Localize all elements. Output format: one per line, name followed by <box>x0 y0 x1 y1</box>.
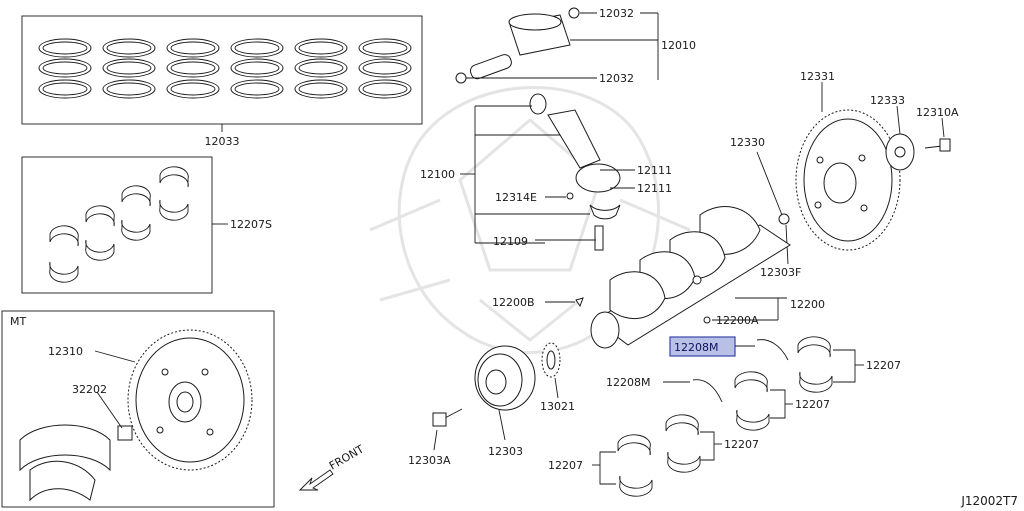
rod-cap <box>589 204 621 220</box>
piston-pin <box>470 54 512 80</box>
label-12207-d[interactable]: 12207 <box>548 459 583 472</box>
label-12207S[interactable]: 12207S <box>230 218 272 231</box>
connecting-rod[interactable] <box>529 93 621 251</box>
rod-bolt <box>594 225 604 251</box>
label-12111-a[interactable]: 12111 <box>637 164 672 177</box>
crank-key[interactable] <box>575 297 584 308</box>
ring-set-5 <box>294 38 348 99</box>
label-12200B[interactable]: 12200B <box>492 296 535 309</box>
label-12207-a[interactable]: 12207 <box>866 359 901 372</box>
flywheel-bolt[interactable] <box>924 138 951 152</box>
ring-set-1 <box>38 38 92 99</box>
flywheel-12331[interactable] <box>795 109 901 251</box>
label-12331[interactable]: 12331 <box>800 70 835 83</box>
piston-assembly[interactable] <box>455 7 580 84</box>
bearing-pair-a[interactable] <box>797 336 833 393</box>
crank-sprocket[interactable] <box>541 342 561 378</box>
mt-flywheel[interactable] <box>127 329 253 471</box>
pilot-bushing[interactable] <box>117 425 133 441</box>
label-32202[interactable]: 32202 <box>72 383 107 396</box>
label-12032-top[interactable]: 12032 <box>599 7 634 20</box>
label-12303F[interactable]: 12303F <box>760 266 801 279</box>
piston-rings-panel: 12033 <box>21 15 423 148</box>
label-13021[interactable]: 13021 <box>540 400 575 413</box>
front-label: FRONT <box>327 442 366 472</box>
mt-flywheel-panel: MT 12310 32202 <box>1 310 275 508</box>
diagram-id: J12002T7 <box>960 494 1018 508</box>
label-12111-b[interactable]: 12111 <box>637 182 672 195</box>
label-12330[interactable]: 12330 <box>730 136 765 149</box>
highlighted-label-12208M[interactable]: 12208M <box>669 336 736 357</box>
rod-nut <box>566 192 574 200</box>
label-12200[interactable]: 12200 <box>790 298 825 311</box>
ring-set-3 <box>166 38 220 99</box>
pilot-bearing[interactable] <box>778 213 790 225</box>
front-arrow: FRONT <box>298 442 366 491</box>
label-12208M[interactable]: 12208M <box>606 376 650 389</box>
main-bearing-set[interactable] <box>49 166 189 283</box>
label-12207-c[interactable]: 12207 <box>724 438 759 451</box>
small-end-bush <box>529 93 547 115</box>
mt-label: MT <box>10 315 26 328</box>
bearing-pair-c[interactable] <box>665 414 701 473</box>
label-12333[interactable]: 12333 <box>870 94 905 107</box>
bearing-pair-b[interactable] <box>734 371 770 431</box>
label-12200A[interactable]: 12200A <box>716 314 759 327</box>
ring-set-6 <box>358 38 412 99</box>
label-12207-b[interactable]: 12207 <box>795 398 830 411</box>
thrust-washer-upper[interactable] <box>756 339 789 361</box>
crank-pulley[interactable] <box>474 345 536 411</box>
thrust-washer-lower[interactable] <box>692 379 723 403</box>
label-12208M-highlight[interactable]: 12208M <box>674 341 718 354</box>
label-12310[interactable]: 12310 <box>48 345 83 358</box>
snap-ring-top <box>568 7 580 19</box>
label-12010[interactable]: 12010 <box>661 39 696 52</box>
ring-set-4 <box>230 38 284 99</box>
mt-crank-end <box>19 424 133 502</box>
label-12032-bottom[interactable]: 12032 <box>599 72 634 85</box>
pulley-bolt[interactable] <box>432 408 463 427</box>
label-12303A[interactable]: 12303A <box>408 454 451 467</box>
bearing-set-panel: 12207S <box>21 156 272 294</box>
label-12109[interactable]: 12109 <box>493 235 528 248</box>
label-12100[interactable]: 12100 <box>420 168 455 181</box>
label-12314E[interactable]: 12314E <box>495 191 537 204</box>
bearing-pair-d[interactable] <box>617 434 653 497</box>
label-12310A[interactable]: 12310A <box>916 106 959 119</box>
reinforcement-plate[interactable] <box>885 133 915 171</box>
piston-rings-sets[interactable] <box>38 38 412 99</box>
snap-ring-bottom <box>455 72 467 84</box>
label-12303[interactable]: 12303 <box>488 445 523 458</box>
crankshaft[interactable] <box>590 206 791 349</box>
ring-set-2 <box>102 38 156 99</box>
label-12033[interactable]: 12033 <box>205 135 240 148</box>
